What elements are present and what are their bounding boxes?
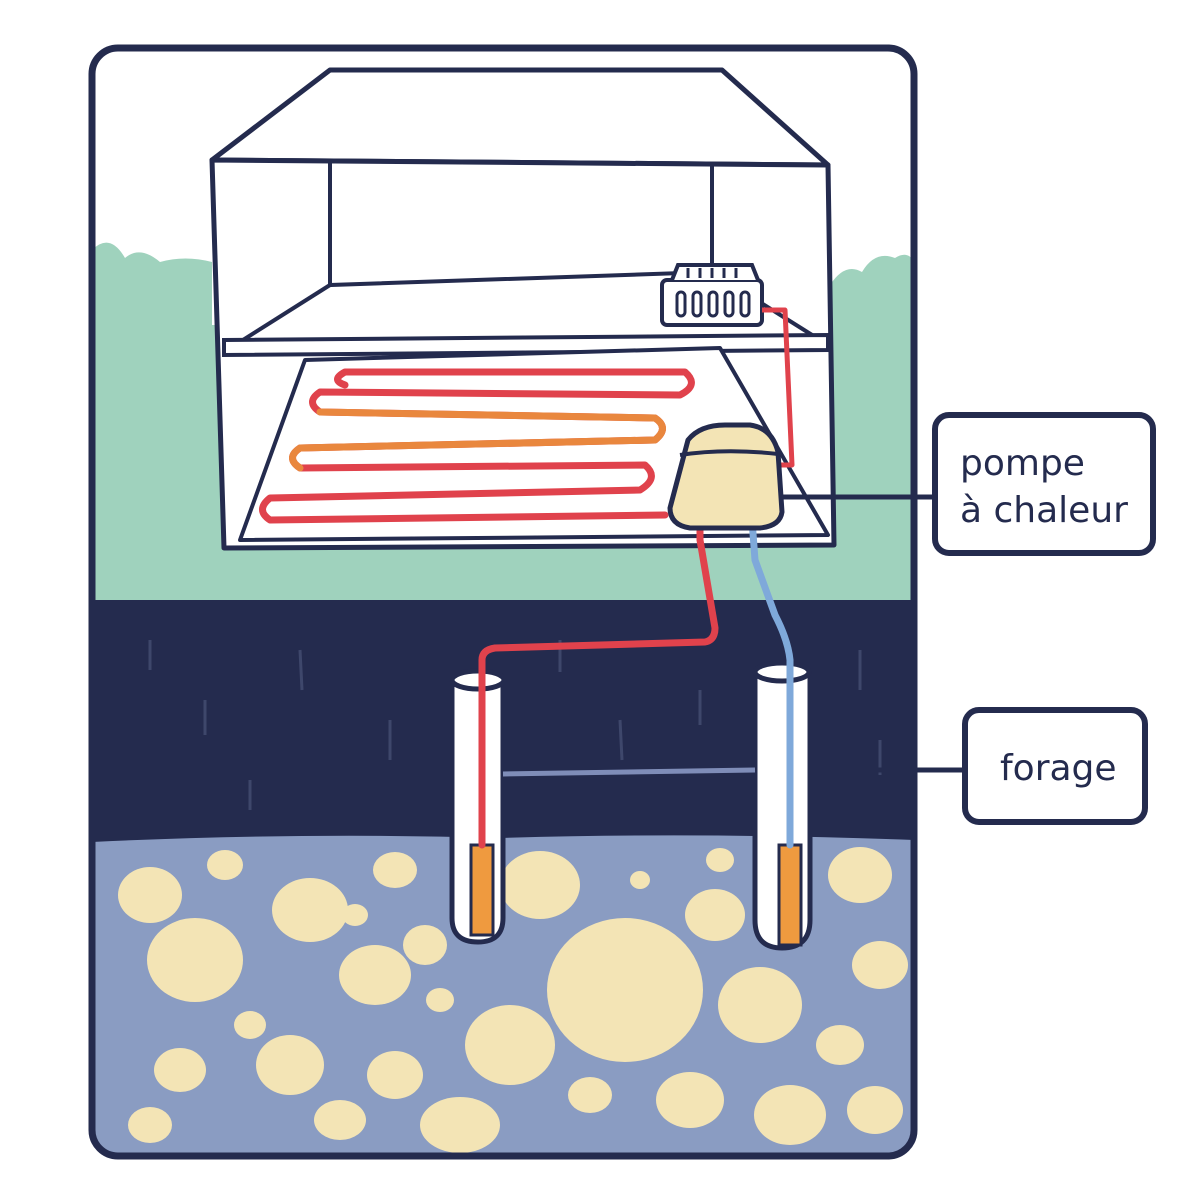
borehole-left: [452, 671, 504, 942]
heat-pump-label-line2: à chaleur: [960, 490, 1128, 531]
heat-pump-label: pompe à chaleur: [935, 415, 1153, 553]
borehole-label-text: forage: [1000, 748, 1117, 789]
radiator: [662, 265, 762, 325]
heat-pump-label-line1: pompe: [960, 443, 1085, 484]
probe-tip-right: [779, 845, 801, 945]
heat-pump: [670, 425, 782, 528]
borehole-label: forage: [965, 710, 1145, 822]
probe-tip-left: [471, 845, 493, 935]
borehole-right: [755, 663, 810, 948]
